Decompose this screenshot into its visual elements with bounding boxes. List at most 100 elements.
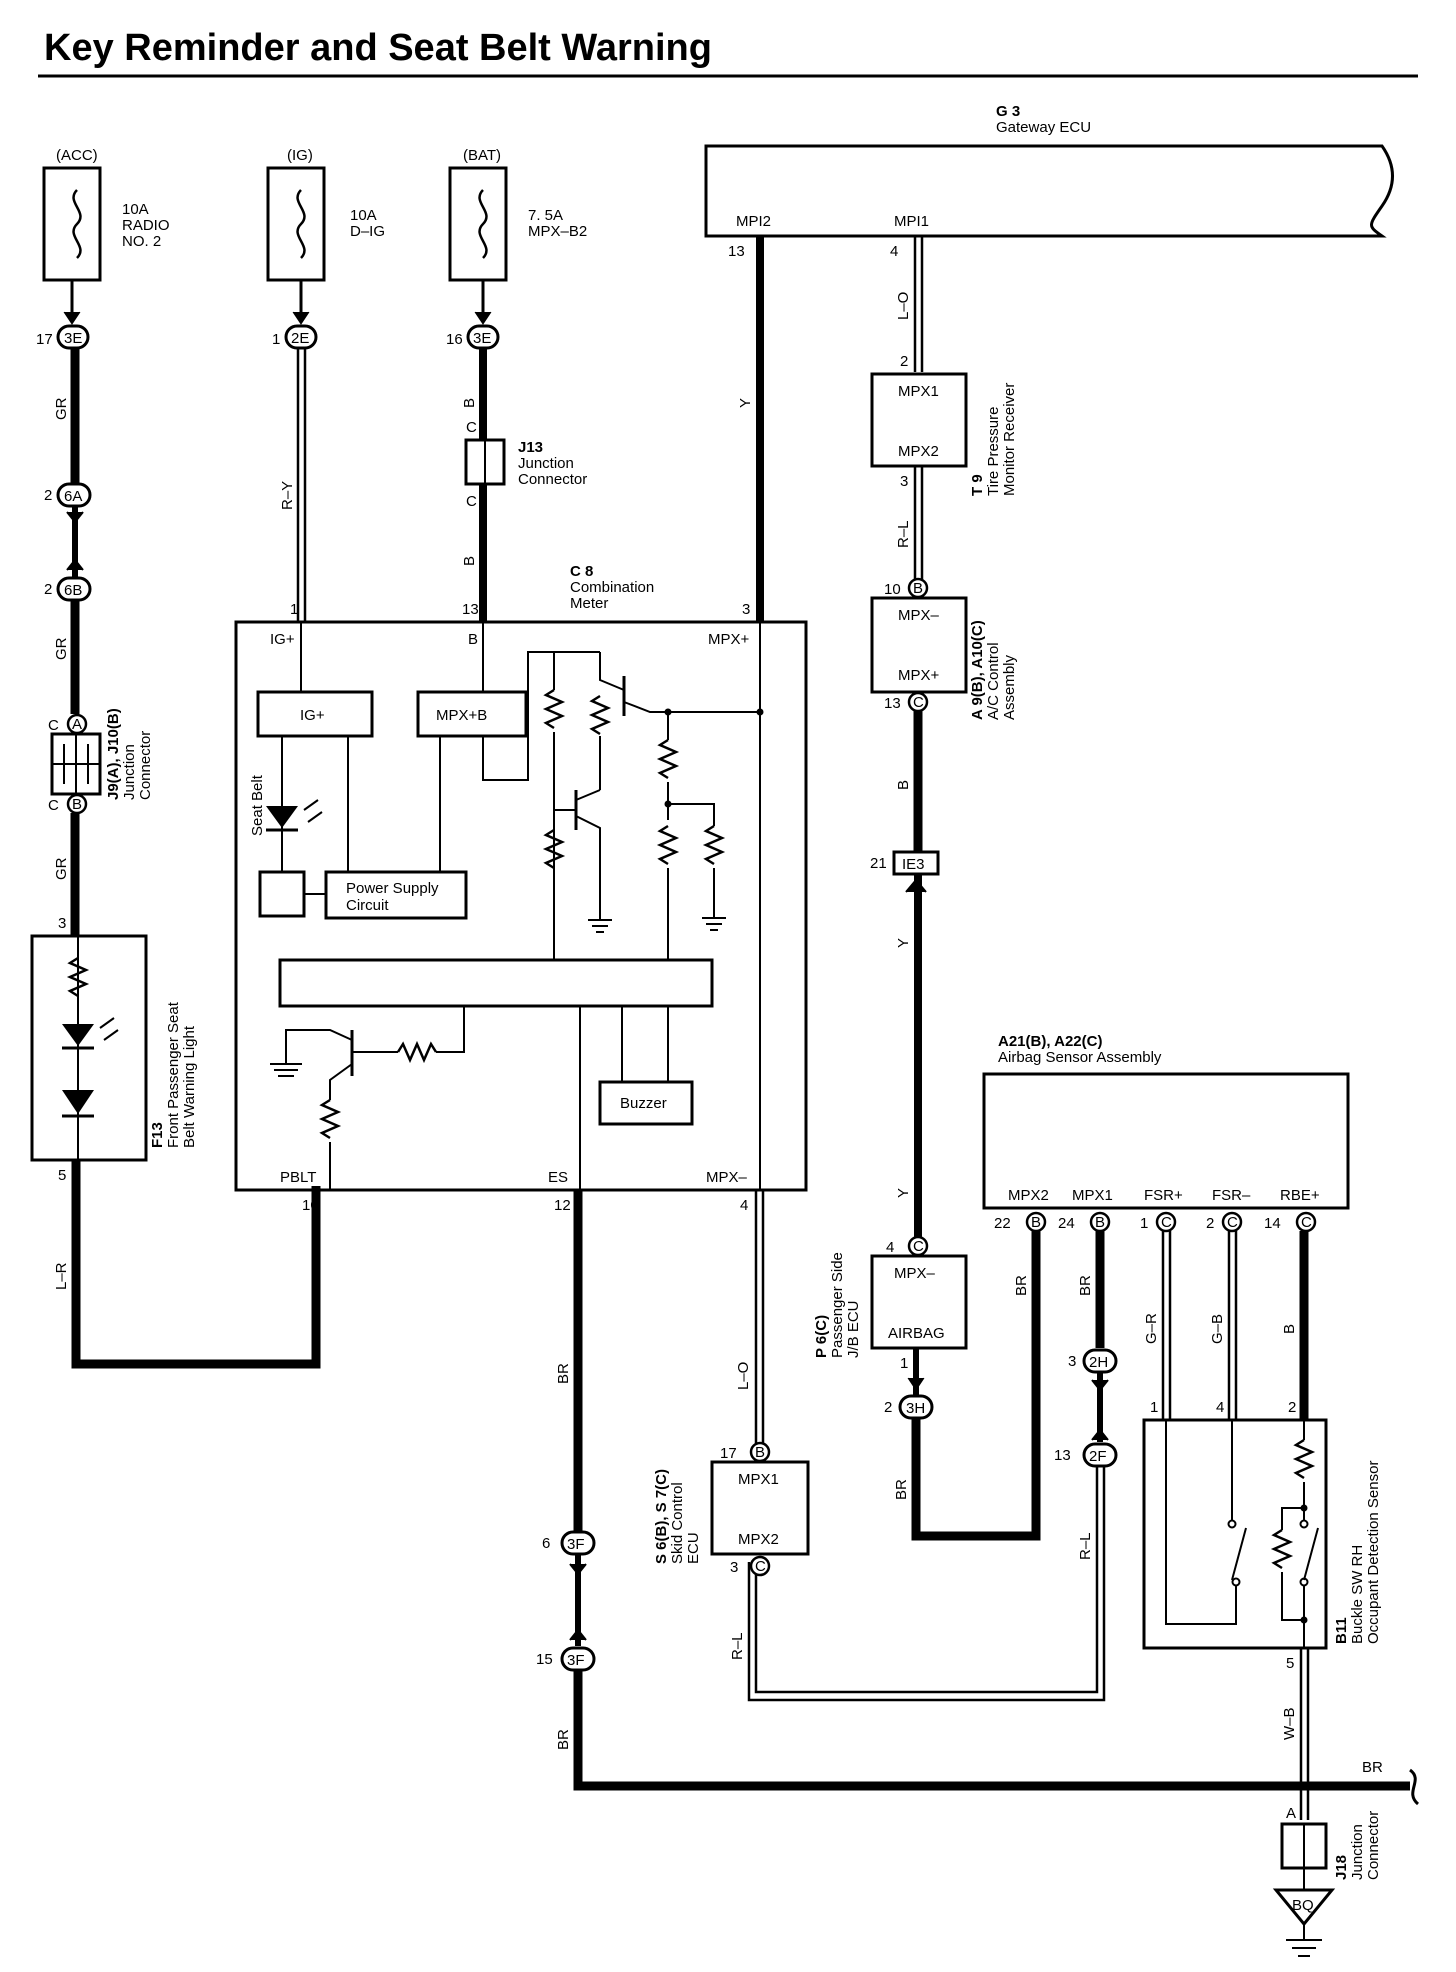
pin-label: C [466, 419, 477, 436]
component-name-line2: Connector [518, 471, 587, 488]
component-id: F13 [149, 1122, 166, 1148]
pin-number: 22 [994, 1215, 1011, 1232]
pin-number: 13 [728, 243, 745, 260]
wire-color-label: L–R [53, 1262, 70, 1290]
pin-number: 2 [884, 1399, 892, 1416]
pin-label: MPI1 [894, 213, 929, 230]
pin-number: 2 [1206, 1215, 1214, 1232]
diode-icon [62, 1090, 94, 1114]
component-id: G 3 [996, 103, 1020, 120]
resistor-icon [656, 738, 680, 780]
pin-number: 13 [462, 601, 479, 618]
connector-label: B [72, 796, 82, 813]
component-name-line2: Occupant Detection Sensor [1365, 1461, 1382, 1644]
resistor-icon [542, 688, 566, 730]
pin-number: 3 [900, 473, 908, 490]
seat-belt-label: Seat Belt [249, 774, 266, 836]
fuse-source-label: (ACC) [56, 147, 98, 164]
wire-color-label: GR [53, 637, 70, 660]
wire-color-label: BR [1362, 1759, 1383, 1776]
connector-label: 2F [1089, 1448, 1107, 1465]
pin-number: 12 [554, 1197, 571, 1214]
pin-label: MPX2 [898, 443, 939, 460]
fuse-name: D–IG [350, 223, 385, 240]
connector-label: 3F [567, 1652, 585, 1669]
pin-number: 1 [900, 1355, 908, 1372]
component-id: T 9 [969, 474, 986, 496]
buzzer-label: Buzzer [620, 1095, 667, 1112]
wire-color-label: W–B [1281, 1707, 1298, 1740]
ground-icon [1272, 1888, 1336, 1927]
fuse-name: MPX–B2 [528, 223, 587, 240]
wire-color-label: B [461, 398, 478, 408]
pin-number: 2 [1288, 1399, 1296, 1416]
pin-label: MPX– [898, 607, 940, 624]
connector-3H: 2 3H [884, 1394, 934, 1420]
component-name-line2: ECU [685, 1532, 702, 1564]
connector-3E-17: 17 3E [36, 324, 90, 350]
component-id: A21(B), A22(C) [998, 1033, 1102, 1050]
pin-number: 13 [1054, 1447, 1071, 1464]
fuse-source-label: (BAT) [463, 147, 501, 164]
pin-number: 3 [730, 1559, 738, 1576]
connector-label: B [1095, 1214, 1105, 1231]
box-label: MPX+B [436, 707, 487, 724]
component-id: J18 [1333, 1855, 1350, 1880]
component-id: S 6(B), S 7(C) [653, 1469, 670, 1564]
connector-label: C [913, 694, 924, 711]
pin-number: 3 [1068, 1353, 1076, 1370]
connector-3F-15: 15 3F [536, 1646, 596, 1672]
resistor-icon [542, 828, 566, 870]
component-name: Junction [121, 744, 138, 800]
component-id: J9(A), J10(B) [105, 708, 122, 800]
switch-icon [1231, 1527, 1247, 1581]
component-name: Combination [570, 579, 654, 596]
pin-label: C [466, 493, 477, 510]
pin-label: C [48, 797, 59, 814]
pin-number: 15 [536, 1651, 553, 1668]
gateway-ecu: G 3 Gateway ECU MPI2 MPI1 13 4 [704, 103, 1394, 260]
logic-bus [278, 958, 714, 1008]
pin-label: PBLT [280, 1169, 316, 1186]
wire-color-label: GR [53, 397, 70, 420]
ground-icon [270, 1063, 302, 1077]
resistor-icon [656, 824, 680, 866]
connector-label: 2E [291, 330, 309, 347]
component-id: J13 [518, 439, 543, 456]
wire-color-label: L–O [895, 292, 912, 320]
wire-color-label: B [895, 780, 912, 790]
wire-color-label: R–Y [279, 481, 296, 510]
pin-number: 16 [446, 331, 463, 348]
connector-label: A [72, 716, 82, 733]
pin-number: 6 [542, 1535, 550, 1552]
junction-connector-j13: C C J13 Junction Connector [464, 419, 587, 510]
resistor-icon [702, 824, 726, 866]
component-name-line2: Connector [137, 731, 154, 800]
pin-label: MPX1 [898, 383, 939, 400]
ac-control-assembly: MPX– MPX+ A 9(B), A10(C) A/C Control Ass… [870, 596, 1018, 720]
pin-number: 24 [1058, 1215, 1075, 1232]
component-name: Passenger Side [829, 1252, 846, 1358]
component-name: Buckle SW RH [1349, 1545, 1366, 1644]
connector-label: 3F [567, 1536, 585, 1553]
connector-label: 6A [64, 488, 82, 505]
wire-color-label: GR [53, 857, 70, 880]
connector-6B: 2 6B [44, 576, 92, 602]
pin-label: MPX+ [708, 631, 750, 648]
passenger-side-jb-ecu: MPX– AIRBAG P 6(C) Passenger Side J/B EC… [813, 1252, 968, 1358]
buckle-sw-rh-occupant-detection-sensor: B11 Buckle SW RH Occupant Detection Sens… [1142, 1418, 1382, 1650]
skid-control-ecu: MPX1 MPX2 S 6(B), S 7(C) Skid Control EC… [653, 1460, 810, 1564]
component-id: B11 [1333, 1617, 1350, 1644]
fuse-rating: 10A [122, 201, 149, 218]
resistor-icon [1292, 1438, 1316, 1480]
pin-label: MPX2 [738, 1531, 779, 1548]
wire-color-label: B [1281, 1324, 1298, 1334]
pin-label: MPX– [894, 1265, 936, 1282]
fuse-rating: 7. 5A [528, 207, 563, 224]
box-label: IG+ [300, 707, 325, 724]
wire-color-label: G–R [1143, 1313, 1160, 1344]
junction-connector-j18: A J18 Junction Connector [1280, 1805, 1382, 1880]
ground-icon [702, 917, 726, 931]
resistor-icon [1270, 1528, 1294, 1570]
wire-color-label: BR [555, 1729, 572, 1750]
